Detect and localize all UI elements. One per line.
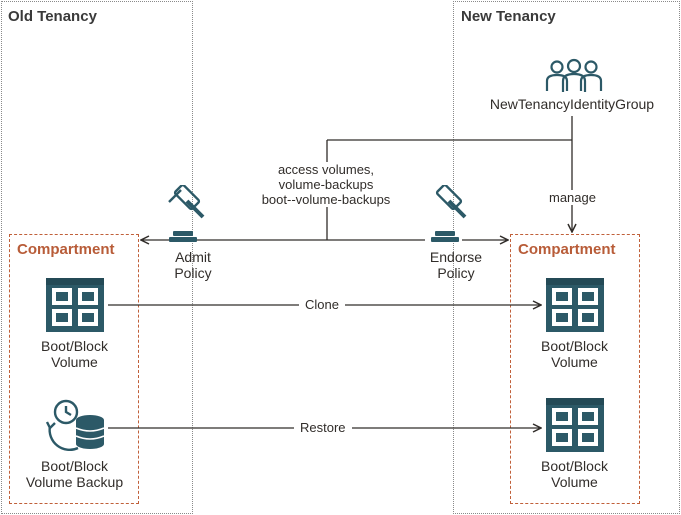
admit-policy-line-1: Admit [175,249,211,265]
old-block-volume-icon [46,278,104,332]
user-group-icon [545,58,603,92]
endorse-gavel-icon [431,185,467,242]
new-volume-1-line-2: Volume [551,354,598,370]
old-backup-label: Boot/Block Volume Backup [12,458,137,490]
permission-line-2: volume-backups [278,177,374,192]
new-volume-1-line-1: Boot/Block [541,338,608,354]
admit-policy-label: Admit Policy [158,249,228,281]
endorse-policy-label: Endorse Policy [421,249,491,281]
new-compartment [510,234,640,504]
permission-line-1: access volumes, [277,162,375,177]
old-volume-line-1: Boot/Block [41,338,108,354]
new-compartment-title: Compartment [518,241,616,258]
old-compartment-title: Compartment [17,241,115,258]
old-backup-line-1: Boot/Block [41,458,108,474]
new-volume-2-line-1: Boot/Block [541,458,608,474]
restore-label: Restore [294,420,352,435]
permission-line-3: boot--volume-backups [261,192,391,207]
new-volume-2-label: Boot/Block Volume [522,458,627,490]
new-tenancy-region [453,1,680,514]
volume-backup-icon [45,399,105,451]
clone-label: Clone [299,297,345,312]
endorse-policy-line-2: Policy [437,265,475,281]
identity-group-label: NewTenancyIdentityGroup [489,96,655,112]
old-compartment [9,234,139,504]
new-volume-1-label: Boot/Block Volume [522,338,627,370]
endorse-policy-line-1: Endorse [429,249,483,265]
admit-gavel-icon [168,185,205,242]
old-tenancy-region [1,1,193,514]
old-volume-label: Boot/Block Volume [22,338,127,370]
new-block-volume-icon-2 [546,398,604,452]
new-volume-2-line-2: Volume [551,474,598,490]
old-tenancy-title: Old Tenancy [8,8,97,25]
new-tenancy-title: New Tenancy [461,8,556,25]
old-backup-line-2: Volume Backup [25,474,124,490]
manage-label: manage [543,190,602,205]
old-volume-line-2: Volume [51,354,98,370]
new-block-volume-icon-1 [546,278,604,332]
permissions-text: access volumes, volume-backups boot--vol… [245,162,407,207]
admit-policy-line-2: Policy [174,265,212,281]
